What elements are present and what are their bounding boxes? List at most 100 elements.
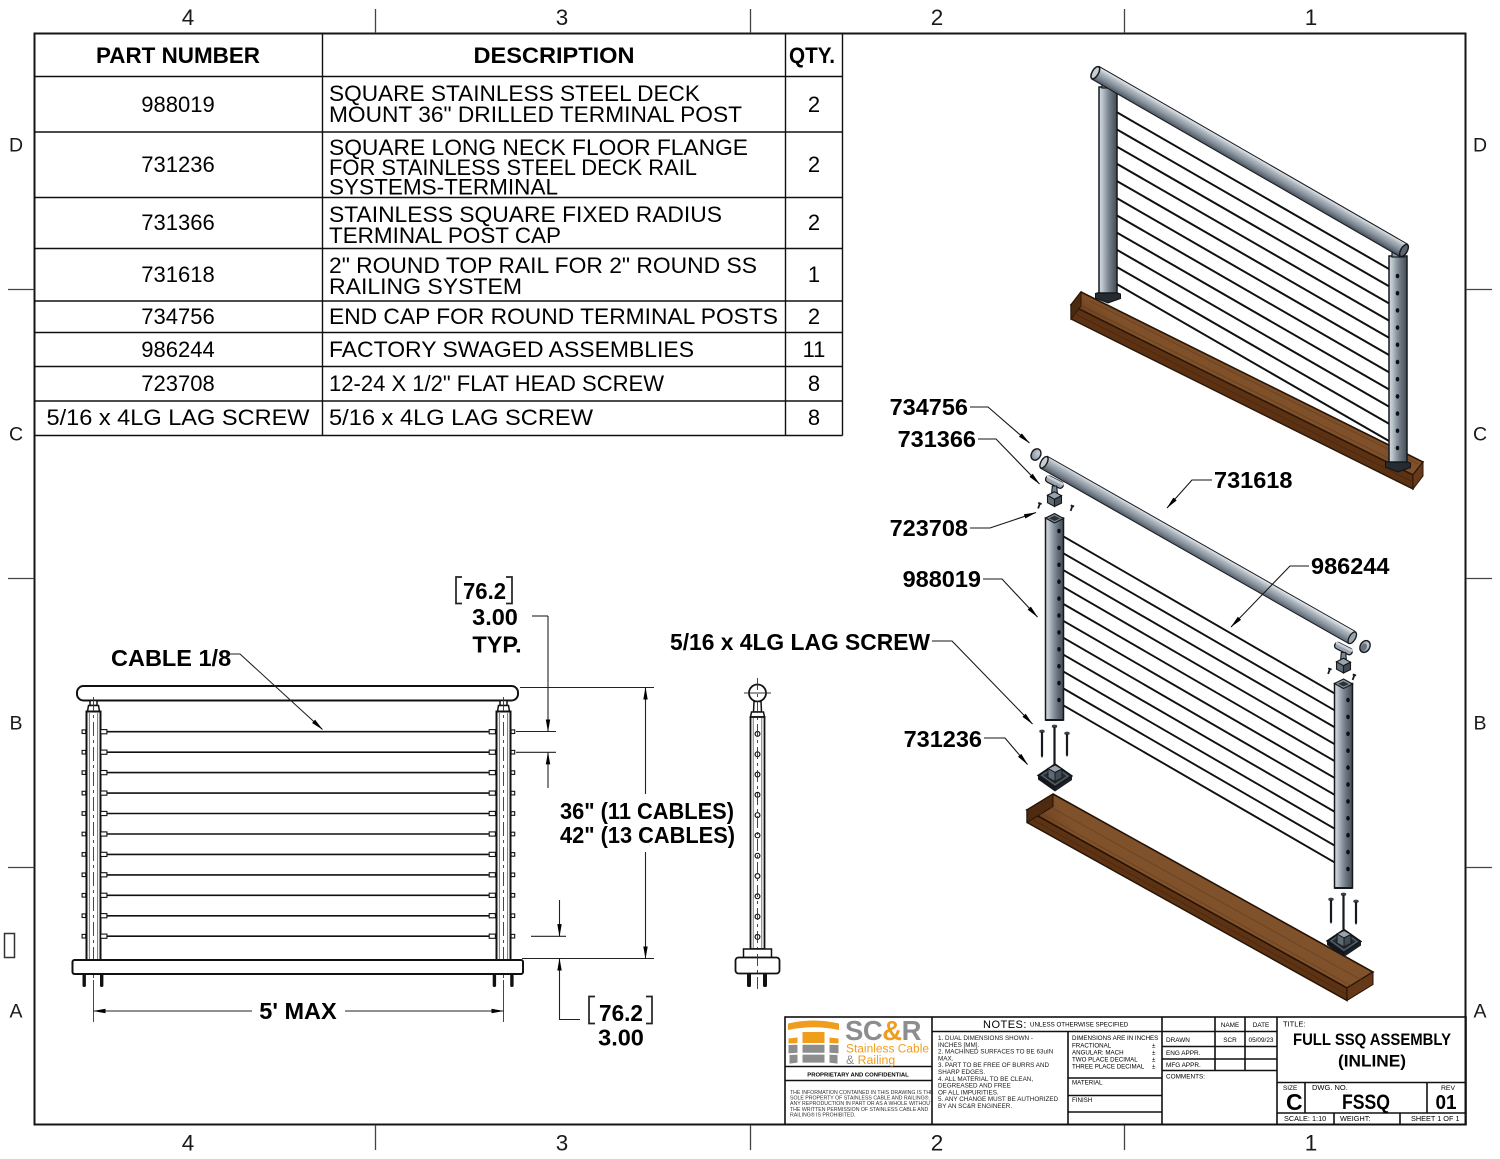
svg-text:731618: 731618 (1214, 467, 1292, 493)
svg-text:FSSQ: FSSQ (1342, 1091, 1390, 1114)
svg-text:731366: 731366 (898, 426, 976, 452)
svg-text:05/09/23: 05/09/23 (1249, 1037, 1274, 1044)
svg-text:734756: 734756 (141, 304, 214, 329)
svg-text:PART NUMBER: PART NUMBER (96, 43, 260, 68)
svg-text:MATERIAL: MATERIAL (1072, 1080, 1103, 1087)
svg-text:B: B (9, 713, 22, 735)
svg-text:42" (13 CABLES): 42" (13 CABLES) (560, 822, 735, 848)
svg-text:FINISH: FINISH (1072, 1097, 1092, 1104)
svg-text:988019: 988019 (903, 566, 981, 592)
svg-text:731366: 731366 (141, 210, 214, 235)
svg-text:THE WRITTEN PERMISSION OF STAI: THE WRITTEN PERMISSION OF STAINLESS CABL… (790, 1107, 929, 1113)
svg-text:FACTORY SWAGED ASSEMBLIES: FACTORY SWAGED ASSEMBLIES (329, 337, 694, 362)
svg-text:SC&R: SC&R (845, 1015, 922, 1046)
svg-text:76.2: 76.2 (463, 578, 506, 604)
svg-text:723708: 723708 (890, 515, 968, 541)
svg-text:TITLE:: TITLE: (1283, 1020, 1306, 1029)
svg-text:C: C (1286, 1089, 1303, 1115)
svg-text:4: 4 (182, 5, 195, 30)
svg-text:11: 11 (803, 337, 826, 362)
svg-text:THREE PLACE DECIMAL: THREE PLACE DECIMAL (1072, 1064, 1145, 1071)
svg-text:INCHES [MM].: INCHES [MM]. (938, 1042, 980, 1049)
svg-text:1. DUAL DIMENSIONS SHOWN -: 1. DUAL DIMENSIONS SHOWN - (938, 1035, 1033, 1042)
svg-text:DIMENSIONS ARE IN INCHES: DIMENSIONS ARE IN INCHES (1072, 1035, 1158, 1042)
svg-text:76.2: 76.2 (599, 1000, 643, 1026)
svg-text:REV: REV (1441, 1085, 1455, 1092)
svg-text:ENG APPR.: ENG APPR. (1166, 1050, 1201, 1057)
svg-text:STAINLESS SQUARE FIXED RADIUS: STAINLESS SQUARE FIXED RADIUS (329, 202, 722, 227)
svg-text:TYP.: TYP. (472, 632, 521, 658)
svg-text:SOLE PROPERTY OF STAINLESS CAB: SOLE PROPERTY OF STAINLESS CABLE AND RAI… (790, 1095, 930, 1102)
svg-text:C: C (9, 424, 23, 446)
svg-text:OF ALL IMPURITIES.: OF ALL IMPURITIES. (938, 1089, 999, 1096)
svg-text:8: 8 (808, 371, 820, 396)
svg-text:SHEET 1 OF 1: SHEET 1 OF 1 (1411, 1114, 1460, 1123)
svg-text:CABLE 1/8: CABLE 1/8 (111, 645, 231, 671)
svg-text:2: 2 (931, 5, 944, 30)
svg-text:B: B (1473, 713, 1486, 735)
svg-text:5' MAX: 5' MAX (259, 998, 337, 1024)
svg-text:D: D (9, 135, 23, 157)
svg-text:RAILING® IS PROHIBITED.: RAILING® IS PROHIBITED. (790, 1111, 856, 1118)
svg-text:731618: 731618 (141, 262, 214, 287)
svg-text:12-24 X 1/2" FLAT HEAD SCREW: 12-24 X 1/2" FLAT HEAD SCREW (329, 371, 664, 396)
svg-text:±: ± (1152, 1064, 1156, 1071)
svg-text:2: 2 (808, 152, 820, 177)
svg-text:SIZE: SIZE (1283, 1085, 1297, 1092)
svg-text:SHARP EDGES.: SHARP EDGES. (938, 1069, 985, 1076)
svg-text:WEIGHT:: WEIGHT: (1340, 1114, 1370, 1123)
svg-text:FULL SSQ ASSEMBLY: FULL SSQ ASSEMBLY (1293, 1030, 1452, 1049)
svg-text:8: 8 (808, 405, 820, 430)
svg-text:NOTES:: NOTES: (983, 1019, 1027, 1031)
svg-text:731236: 731236 (904, 726, 982, 752)
svg-text:DWG. NO.: DWG. NO. (1312, 1083, 1348, 1092)
svg-text:3. PART TO BE FREE OF BURRS AN: 3. PART TO BE FREE OF BURRS AND (938, 1062, 1049, 1069)
svg-text:SQUARE LONG NECK FLOOR FLANGE: SQUARE LONG NECK FLOOR FLANGE (329, 135, 748, 160)
svg-text:4. ALL MATERIAL TO BE CLEAN,: 4. ALL MATERIAL TO BE CLEAN, (938, 1076, 1033, 1083)
svg-text:MOUNT 36" DRILLED TERMINAL POS: MOUNT 36" DRILLED TERMINAL POST (329, 102, 742, 127)
svg-text:2: 2 (808, 304, 820, 329)
svg-text:FOR STAINLESS STEEL DECK RAIL: FOR STAINLESS STEEL DECK RAIL (329, 155, 697, 180)
svg-text:2: 2 (931, 1131, 944, 1156)
svg-text:END CAP FOR ROUND TERMINAL POS: END CAP FOR ROUND TERMINAL POSTS (329, 304, 778, 329)
svg-text:SCALE: 1:10: SCALE: 1:10 (1284, 1114, 1326, 1123)
svg-text:Stainless Cable: Stainless Cable (846, 1042, 929, 1056)
svg-text:A: A (1473, 1001, 1486, 1023)
svg-text:& Railing: & Railing (846, 1053, 895, 1067)
svg-text:TERMINAL POST CAP: TERMINAL POST CAP (329, 223, 561, 248)
svg-text:±: ± (1152, 1043, 1156, 1050)
svg-text:01: 01 (1436, 1092, 1457, 1114)
svg-text:SQUARE STAINLESS STEEL DECK: SQUARE STAINLESS STEEL DECK (329, 81, 700, 106)
svg-text:QTY.: QTY. (789, 43, 835, 68)
svg-text:1: 1 (1305, 1131, 1318, 1156)
svg-text:RAILING SYSTEM: RAILING SYSTEM (329, 274, 522, 299)
svg-text:DRAWN: DRAWN (1166, 1037, 1190, 1044)
svg-text:5/16 x 4LG LAG SCREW: 5/16 x 4LG LAG SCREW (47, 405, 310, 430)
svg-text:2" ROUND TOP RAIL FOR 2" ROUND: 2" ROUND TOP RAIL FOR 2" ROUND SS (329, 253, 757, 278)
svg-text:2: 2 (808, 210, 820, 235)
svg-text:734756: 734756 (890, 394, 968, 420)
svg-text:988019: 988019 (141, 92, 214, 117)
svg-text:36" (11 CABLES): 36" (11 CABLES) (560, 798, 734, 824)
svg-text:DEGREASED AND FREE: DEGREASED AND FREE (938, 1083, 1011, 1090)
svg-text:UNLESS OTHERWISE SPECIFIED: UNLESS OTHERWISE SPECIFIED (1030, 1022, 1129, 1029)
svg-text:731236: 731236 (141, 152, 214, 177)
svg-text:986244: 986244 (141, 337, 214, 362)
svg-text:MAX.: MAX. (938, 1055, 954, 1062)
svg-text:5/16 x 4LG LAG SCREW: 5/16 x 4LG LAG SCREW (329, 405, 593, 430)
svg-text:THE INFORMATION CONTAINED IN T: THE INFORMATION CONTAINED IN THIS DRAWIN… (790, 1090, 934, 1096)
svg-text:3.00: 3.00 (472, 604, 518, 630)
svg-text:986244: 986244 (1311, 553, 1389, 579)
svg-text:C: C (1473, 424, 1487, 446)
svg-text:BY AN SC&R ENGINEER.: BY AN SC&R ENGINEER. (938, 1103, 1012, 1110)
svg-text:3: 3 (556, 5, 569, 30)
svg-text:DATE: DATE (1253, 1022, 1270, 1029)
svg-text:4: 4 (182, 1131, 195, 1156)
svg-text:D: D (1473, 135, 1487, 157)
svg-text:1: 1 (1305, 5, 1318, 30)
svg-text:1: 1 (808, 262, 820, 287)
svg-text:TWO PLACE DECIMAL: TWO PLACE DECIMAL (1072, 1057, 1138, 1064)
svg-text:PROPRIETARY AND CONFIDENTIAL: PROPRIETARY AND CONFIDENTIAL (807, 1073, 909, 1079)
svg-text:SCR: SCR (1223, 1037, 1237, 1044)
svg-text:3.00: 3.00 (598, 1025, 644, 1051)
